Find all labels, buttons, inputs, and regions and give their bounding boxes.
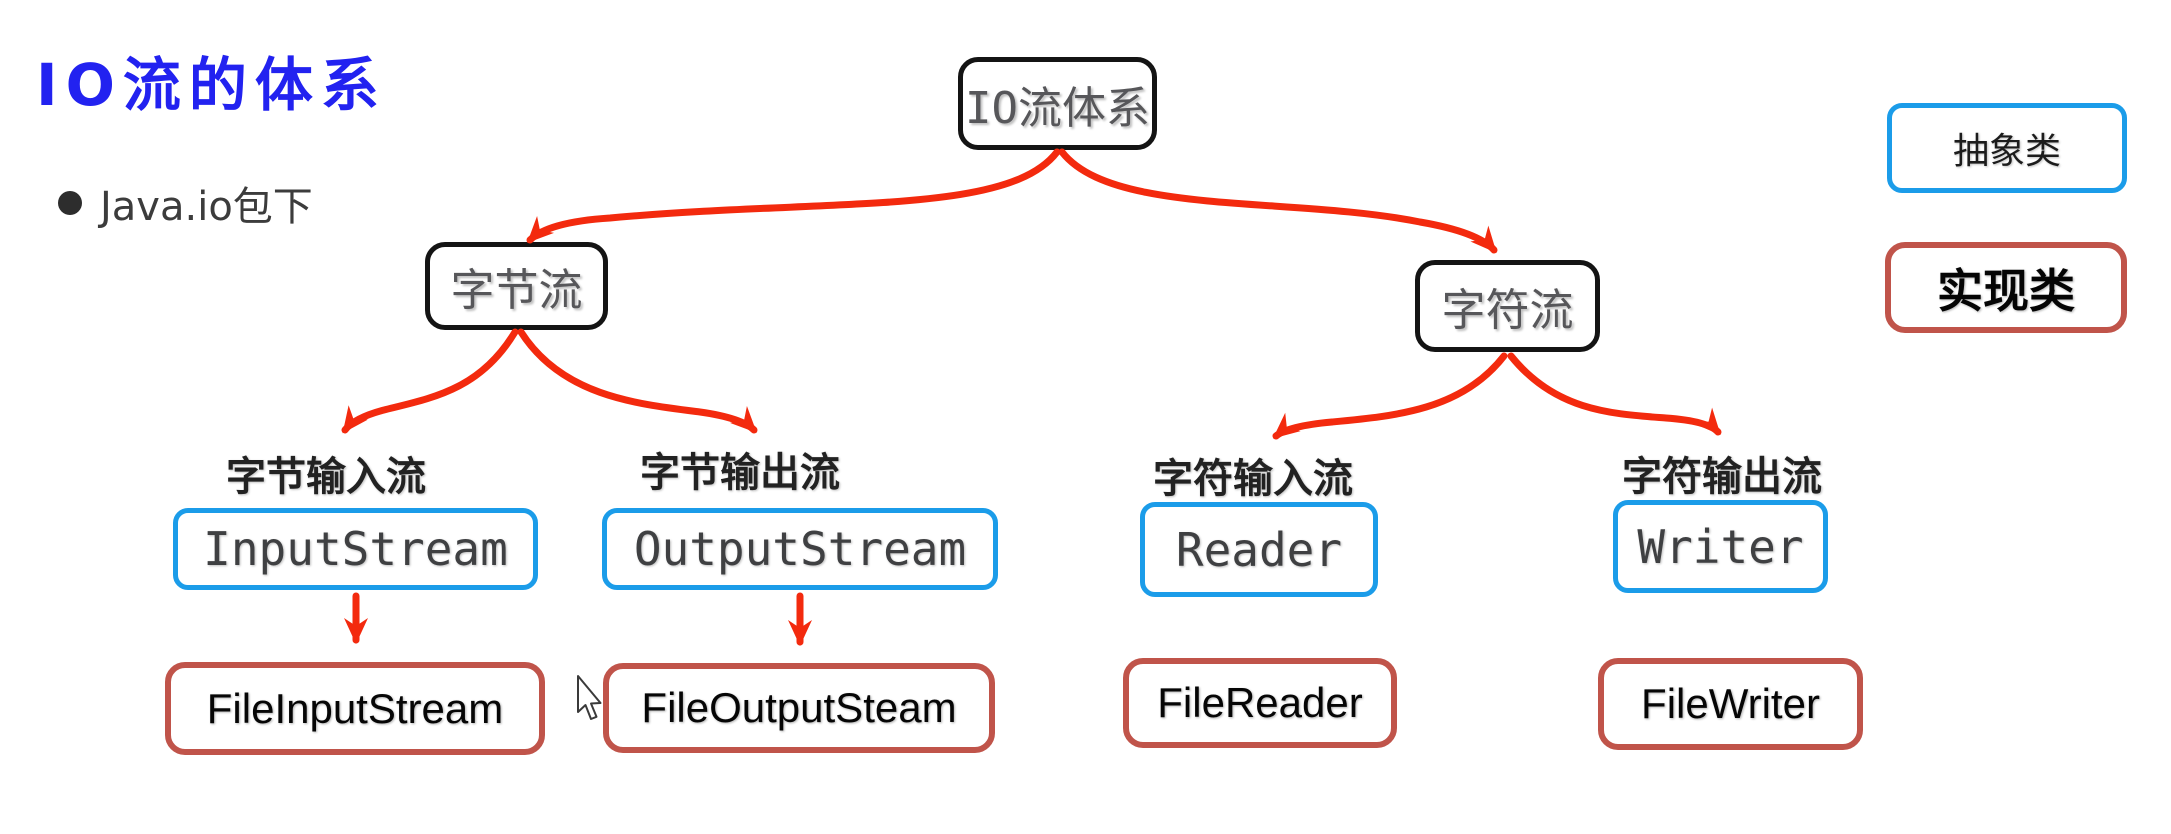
mouse-cursor xyxy=(577,675,602,720)
inputstream-node: InputStream xyxy=(173,508,538,590)
bullet-item: Java.io包下 xyxy=(58,176,558,230)
legend-implementation-label: 实现类 xyxy=(1937,264,2075,317)
arrow-char-to-writer xyxy=(1507,352,1722,436)
fileinputstream-label: FileInputStream xyxy=(206,684,504,732)
inputstream-label: InputStream xyxy=(203,522,508,576)
char-stream-node: 字符流 xyxy=(1415,260,1600,352)
category-char-input: 字符输入流 xyxy=(1153,456,1353,502)
char-stream-label: 字符流 xyxy=(1441,285,1574,336)
fileoutputsteam-label: FileOutputSteam xyxy=(641,684,957,731)
filereader-label: FileReader xyxy=(1157,679,1363,726)
root-node: IO流体系 xyxy=(958,57,1157,150)
filewriter-node: FileWriter xyxy=(1598,658,1863,750)
writer-label: Writer xyxy=(1637,519,1804,574)
filewriter-label: FileWriter xyxy=(1641,680,1820,727)
writer-node: Writer xyxy=(1613,500,1828,593)
filereader-node: FileReader xyxy=(1123,658,1397,748)
bullet-dot-icon xyxy=(58,191,82,215)
legend-implementation-box: 实现类 xyxy=(1885,242,2127,333)
fileoutputsteam-node: FileOutputSteam xyxy=(603,663,995,753)
category-byte-input: 字节输入流 xyxy=(226,454,426,500)
root-node-label: IO流体系 xyxy=(965,82,1150,134)
byte-stream-label: 字节流 xyxy=(450,265,583,316)
arrow-char-to-reader xyxy=(1272,352,1508,440)
reader-label: Reader xyxy=(1175,522,1343,577)
legend-abstract-box: 抽象类 xyxy=(1887,103,2127,193)
outputstream-label: OutputStream xyxy=(633,522,967,576)
outputstream-node: OutputStream xyxy=(602,508,998,590)
reader-node: Reader xyxy=(1140,502,1378,597)
legend-abstract-label: 抽象类 xyxy=(1952,131,2061,172)
arrow-byte-to-input xyxy=(341,328,519,434)
arrow-byte-to-output xyxy=(517,328,758,434)
byte-stream-node: 字节流 xyxy=(425,242,608,330)
arrow-root-to-char-stream xyxy=(1058,148,1498,254)
bullet-text: Java.io包下 xyxy=(100,184,313,230)
arrow-root-to-byte-stream xyxy=(526,148,1061,244)
category-char-output: 字符输出流 xyxy=(1622,454,1822,500)
category-byte-output: 字节输出流 xyxy=(640,450,840,496)
page-title: IO流的体系 xyxy=(36,51,387,119)
fileinputstream-node: FileInputStream xyxy=(165,662,545,755)
